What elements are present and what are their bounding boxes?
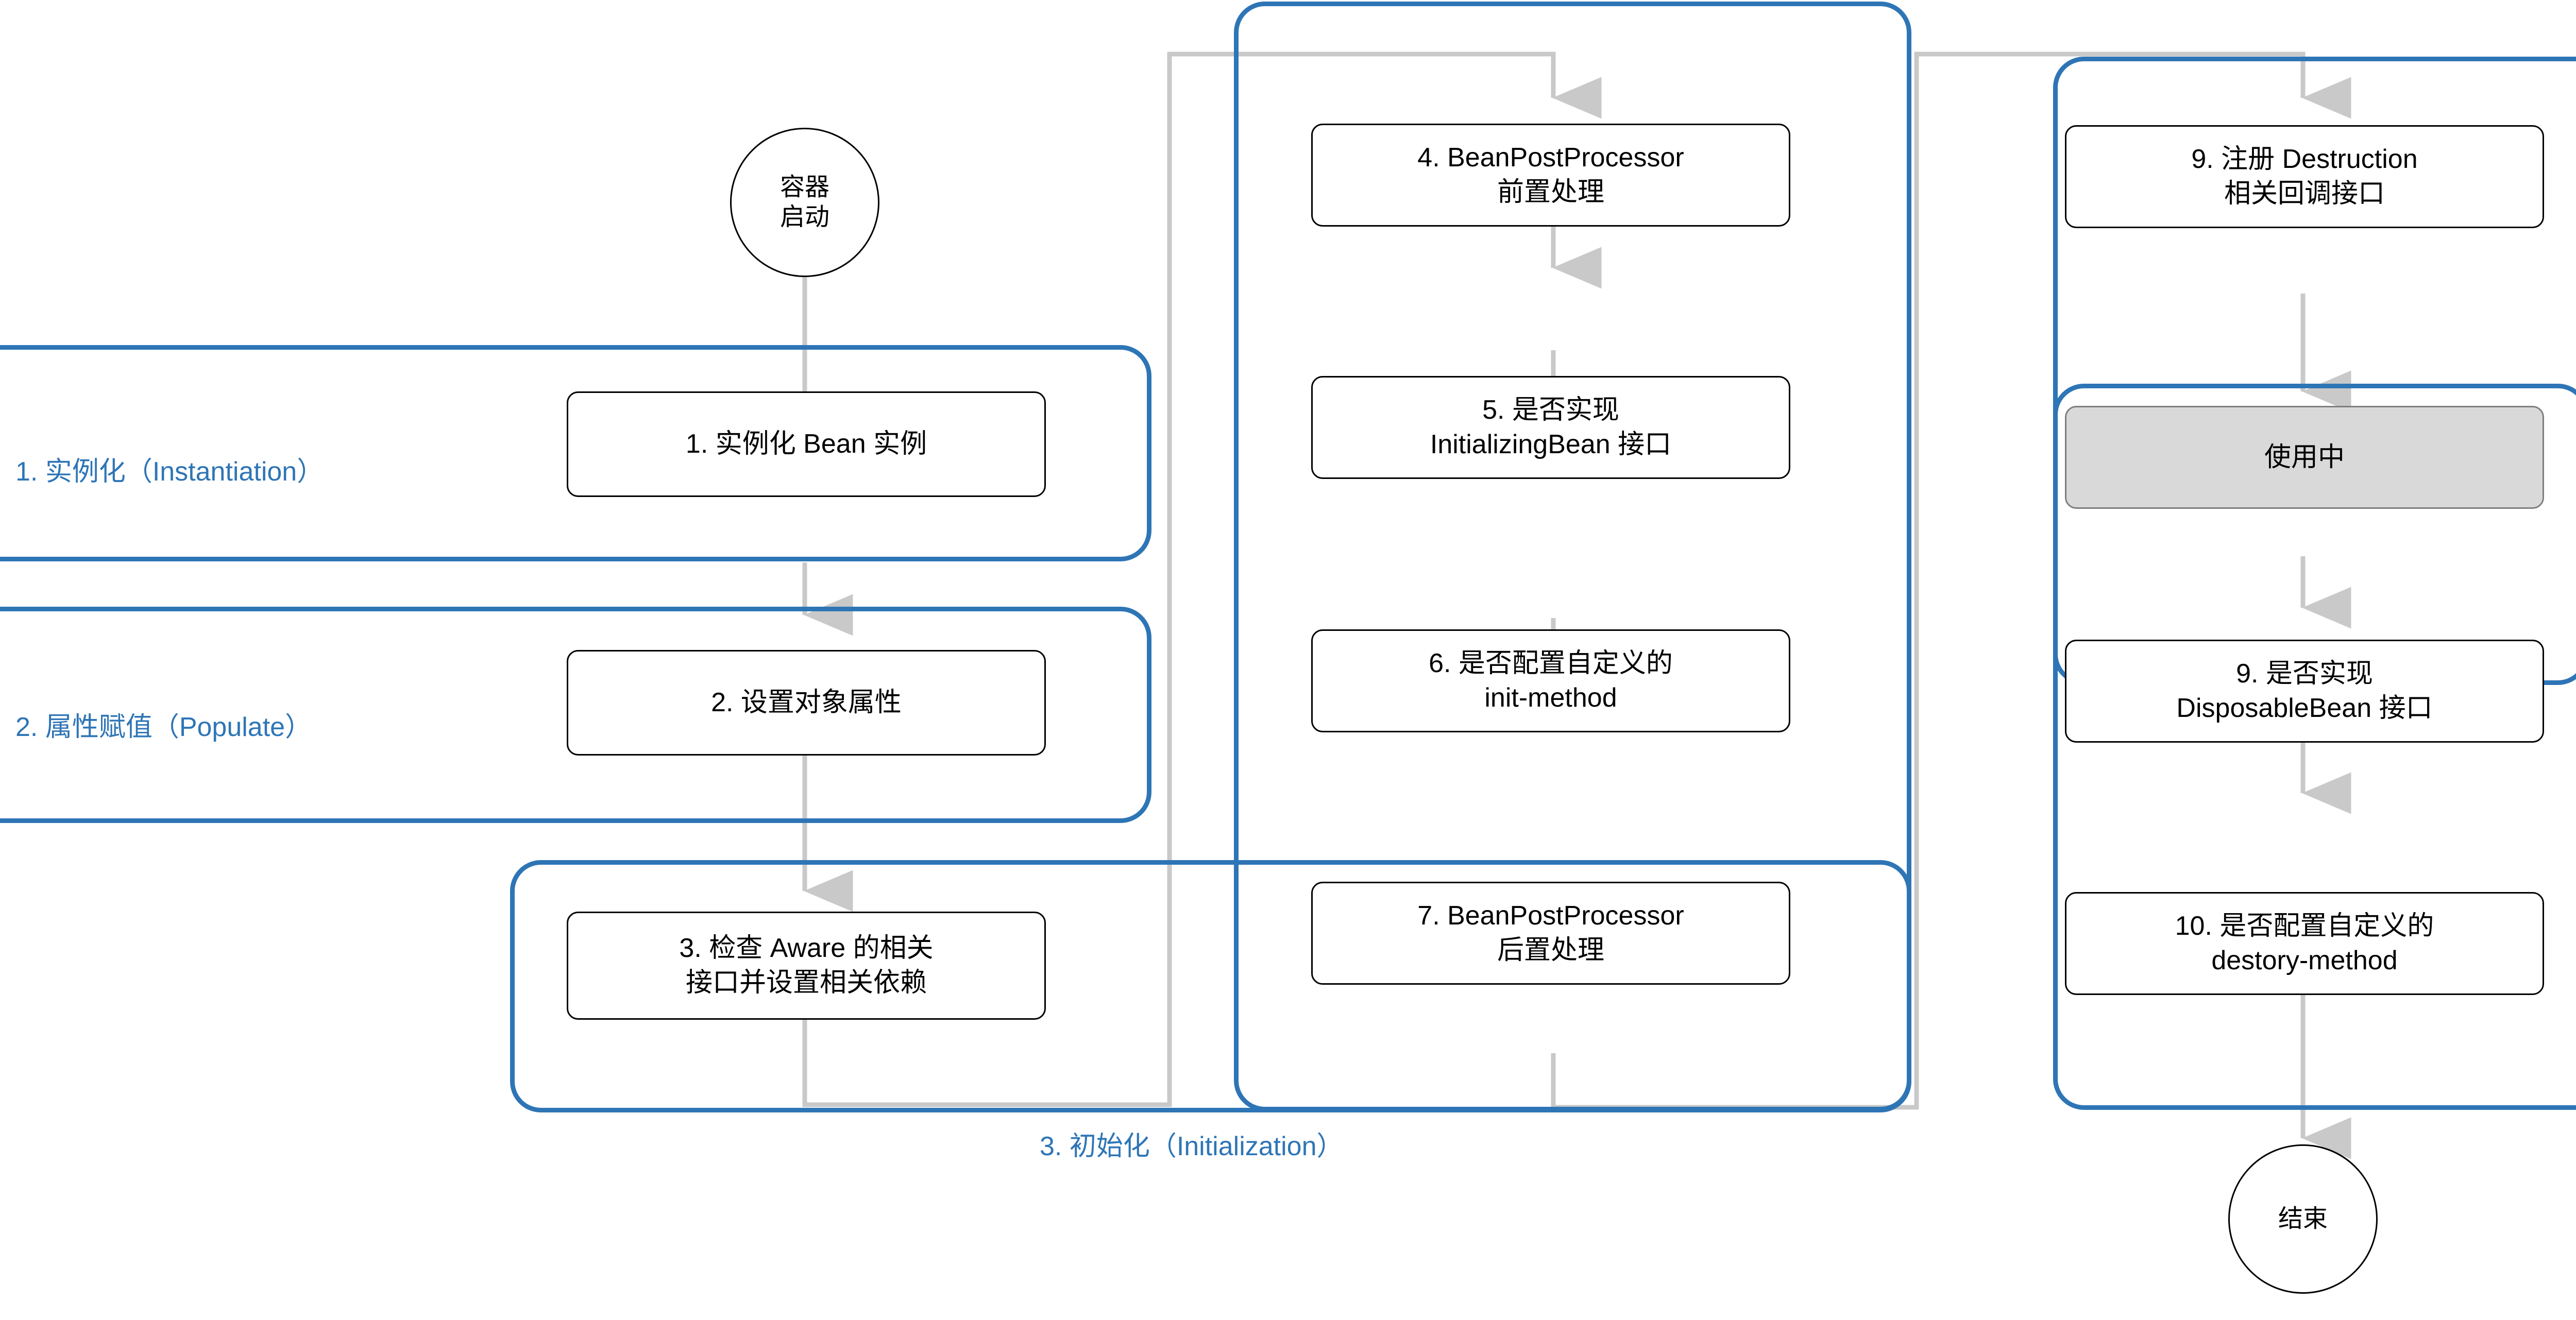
- node-disposablebean: 9. 是否实现 DisposableBean 接口: [2065, 640, 2544, 743]
- phase-frame-initialization-upper: [1234, 2, 1911, 1111]
- phase-frame-instantiation: [0, 345, 1151, 561]
- phase-label-initialization: 3. 初始化（Initialization）: [1040, 1132, 1344, 1161]
- connector-n3-to-n4: [802, 52, 1602, 1107]
- node-destroy-method: 10. 是否配置自定义的 destory-method: [2065, 892, 2544, 995]
- node-line-1: 9. 注册 Destruction: [2191, 144, 2418, 175]
- node-line-2: 前置处理: [1497, 177, 1604, 207]
- terminator-start-line2: 启动: [779, 203, 829, 231]
- node-line-1: 7. BeanPostProcessor: [1417, 901, 1684, 931]
- node-beanpostprocessor-after: 7. BeanPostProcessor 后置处理: [1311, 882, 1790, 985]
- node-line-2: init-method: [1484, 683, 1617, 713]
- node-initializingbean: 5. 是否实现 InitializingBean 接口: [1311, 376, 1790, 479]
- node-check-aware: 3. 检查 Aware 的相关 接口并设置相关依赖: [567, 912, 1046, 1020]
- node-instantiate-bean: 1. 实例化 Bean 实例: [567, 391, 1046, 497]
- node-line-2: InitializingBean 接口: [1430, 430, 1672, 459]
- node-line-1: 4. BeanPostProcessor: [1417, 143, 1684, 173]
- terminator-start-line1: 容器: [779, 174, 829, 201]
- node-register-destruction-callbacks: 9. 注册 Destruction 相关回调接口: [2065, 125, 2544, 228]
- terminator-end-label: 结束: [2278, 1205, 2328, 1233]
- phase-label-instantiation: 1. 实例化（Instantiation）: [15, 457, 324, 487]
- phase-label-populate: 2. 属性赋值（Populate）: [15, 712, 312, 742]
- node-line-1: 9. 是否实现: [2236, 659, 2373, 689]
- node-line-1: 10. 是否配置自定义的: [2175, 911, 2434, 941]
- node-line-1: 使用中: [2264, 442, 2345, 472]
- node-line-1: 6. 是否配置自定义的: [1429, 648, 1673, 679]
- terminator-end: 结束: [2228, 1144, 2378, 1294]
- node-beanpostprocessor-before: 4. BeanPostProcessor 前置处理: [1311, 124, 1790, 227]
- node-line-2: 相关回调接口: [2224, 179, 2385, 209]
- node-line-1: 3. 检查 Aware 的相关: [679, 933, 934, 964]
- connector-n7-to-n8: [1551, 52, 2351, 1110]
- node-line-1: 5. 是否实现: [1482, 395, 1619, 425]
- phase-frame-populate: [0, 607, 1151, 823]
- node-line-1: 2. 设置对象属性: [711, 688, 902, 718]
- node-init-method: 6. 是否配置自定义的 init-method: [1311, 629, 1790, 732]
- terminator-start: 容器 启动: [730, 128, 879, 277]
- node-line-2: 接口并设置相关依赖: [685, 968, 927, 998]
- node-line-1: 1. 实例化 Bean 实例: [685, 429, 927, 459]
- node-line-2: 后置处理: [1497, 935, 1604, 965]
- node-in-use: 使用中: [2065, 406, 2544, 509]
- node-line-2: DisposableBean 接口: [2176, 693, 2433, 723]
- node-set-properties: 2. 设置对象属性: [567, 650, 1046, 756]
- node-line-2: destory-method: [2211, 946, 2398, 975]
